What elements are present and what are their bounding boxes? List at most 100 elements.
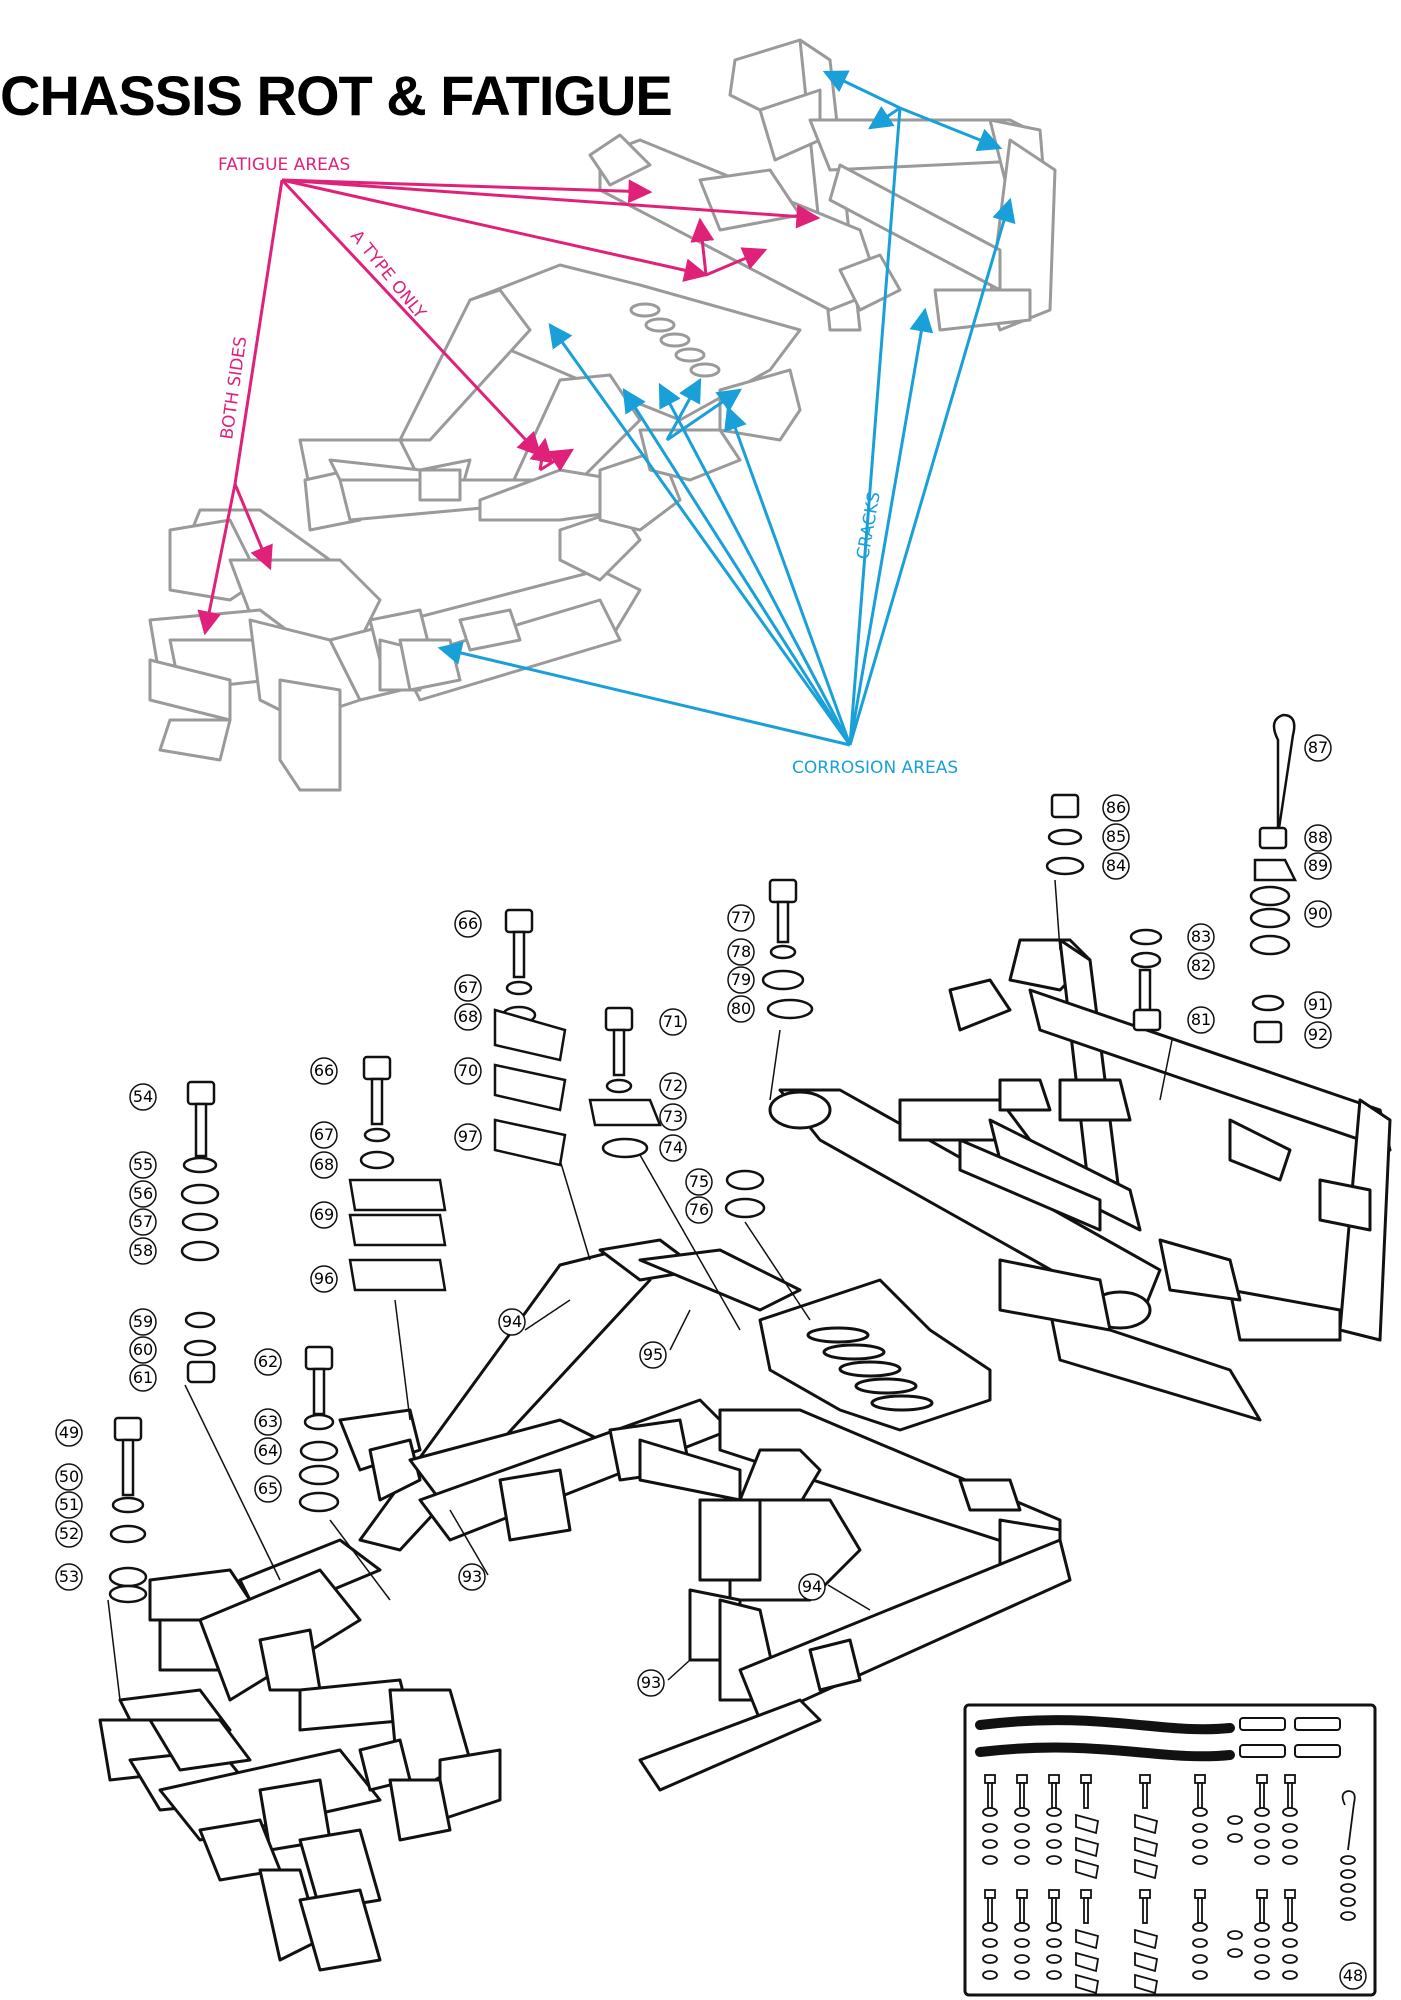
callout-number: 50 [59, 1467, 79, 1486]
callout-67: 67 [310, 1121, 338, 1149]
callout-86: 86 [1102, 794, 1130, 822]
callout-number: 60 [133, 1340, 153, 1359]
callout-number: 81 [1191, 1010, 1211, 1029]
callout-number: 79 [731, 970, 751, 989]
both-sides-label: BOTH SIDES [217, 335, 251, 441]
callout-77: 77 [727, 904, 755, 932]
callout-number: 67 [458, 978, 478, 997]
callout-number: 95 [643, 1345, 663, 1364]
callout-80: 80 [727, 995, 755, 1023]
callout-95: 95 [639, 1341, 667, 1369]
callout-number: 76 [689, 1200, 709, 1219]
callout-number: 86 [1106, 798, 1126, 817]
callout-68: 68 [310, 1151, 338, 1179]
callout-number: 96 [314, 1269, 334, 1288]
corrosion-areas-label: CORROSION AREAS [792, 758, 958, 778]
callout-69: 69 [310, 1201, 338, 1229]
callout-59: 59 [129, 1308, 157, 1336]
callout-67: 67 [454, 974, 482, 1002]
callout-56: 56 [129, 1180, 157, 1208]
callout-number: 87 [1308, 738, 1328, 757]
callout-49: 49 [55, 1419, 83, 1447]
callout-number: 84 [1106, 856, 1126, 875]
callout-number: 48 [1343, 1966, 1363, 1985]
callout-82: 82 [1187, 952, 1215, 980]
part-callouts: 87 86 85 84 88 89 90 83 82 81 91 92 77 78 79 80 66 67 68 70… [55, 734, 1367, 1990]
callout-85: 85 [1102, 823, 1130, 851]
callout-54: 54 [129, 1083, 157, 1111]
callout-number: 97 [458, 1127, 478, 1146]
callout-number: 67 [314, 1125, 334, 1144]
callout-66: 66 [454, 910, 482, 938]
callout-75: 75 [685, 1168, 713, 1196]
callout-64: 64 [254, 1437, 282, 1465]
callout-number: 93 [641, 1673, 661, 1692]
callout-number: 62 [258, 1352, 278, 1371]
callout-number: 53 [59, 1567, 79, 1586]
callout-number: 63 [258, 1412, 278, 1431]
fatigue-annotations [197, 178, 821, 636]
callout-number: 52 [59, 1524, 79, 1543]
callout-number: 68 [458, 1007, 478, 1026]
callout-number: 55 [133, 1155, 153, 1174]
callout-87: 87 [1304, 734, 1332, 762]
callout-number: 66 [458, 914, 478, 933]
callout-83: 83 [1187, 923, 1215, 951]
callout-96: 96 [310, 1265, 338, 1293]
callout-number: 75 [689, 1172, 709, 1191]
fasteners [108, 713, 1298, 1604]
callout-93: 93 [458, 1563, 486, 1591]
callout-number: 51 [59, 1495, 79, 1514]
callout-number: 90 [1308, 904, 1328, 923]
kit-parts [982, 1774, 1356, 1995]
callout-number: 89 [1308, 856, 1328, 875]
callout-74: 74 [659, 1134, 687, 1162]
callout-number: 70 [458, 1061, 478, 1080]
callout-72: 72 [659, 1072, 687, 1100]
callout-84: 84 [1102, 852, 1130, 880]
callout-number: 64 [258, 1441, 278, 1460]
corrosion-annotations [437, 70, 1016, 747]
callout-94: 94 [798, 1573, 826, 1601]
callout-58: 58 [129, 1237, 157, 1265]
a-type-only-label: A TYPE ONLY [346, 227, 430, 324]
callout-65: 65 [254, 1475, 282, 1503]
callout-number: 69 [314, 1205, 334, 1224]
callout-number: 66 [314, 1061, 334, 1080]
callout-91: 91 [1304, 991, 1332, 1019]
callout-81: 81 [1187, 1006, 1215, 1034]
callout-48: 48 [1339, 1962, 1367, 1990]
callout-92: 92 [1304, 1021, 1332, 1049]
callout-number: 82 [1191, 956, 1211, 975]
callout-71: 71 [659, 1008, 687, 1036]
callout-number: 78 [731, 942, 751, 961]
callout-73: 73 [659, 1103, 687, 1131]
callout-number: 94 [502, 1312, 522, 1331]
callout-number: 77 [731, 908, 751, 927]
callout-number: 57 [133, 1212, 153, 1231]
callout-number: 58 [133, 1241, 153, 1260]
callout-88: 88 [1304, 824, 1332, 852]
callout-number: 49 [59, 1423, 79, 1442]
callout-51: 51 [55, 1491, 83, 1519]
callout-number: 94 [802, 1577, 822, 1596]
callout-number: 91 [1308, 995, 1328, 1014]
top-chassis-drawing [148, 38, 1057, 792]
callout-number: 88 [1308, 828, 1328, 847]
callout-number: 72 [663, 1076, 683, 1095]
callout-number: 93 [462, 1567, 482, 1586]
leader-lines [107, 879, 1173, 1701]
callout-79: 79 [727, 966, 755, 994]
callout-50: 50 [55, 1463, 83, 1491]
kit-inset [963, 1703, 1377, 1997]
callout-89: 89 [1304, 852, 1332, 880]
callout-number: 92 [1308, 1025, 1328, 1044]
callout-61: 61 [129, 1364, 157, 1392]
callout-number: 85 [1106, 827, 1126, 846]
fatigue-areas-label: FATIGUE AREAS [218, 155, 350, 175]
callout-number: 80 [731, 999, 751, 1018]
callout-number: 54 [133, 1087, 153, 1106]
callout-52: 52 [55, 1520, 83, 1548]
callout-68: 68 [454, 1003, 482, 1031]
